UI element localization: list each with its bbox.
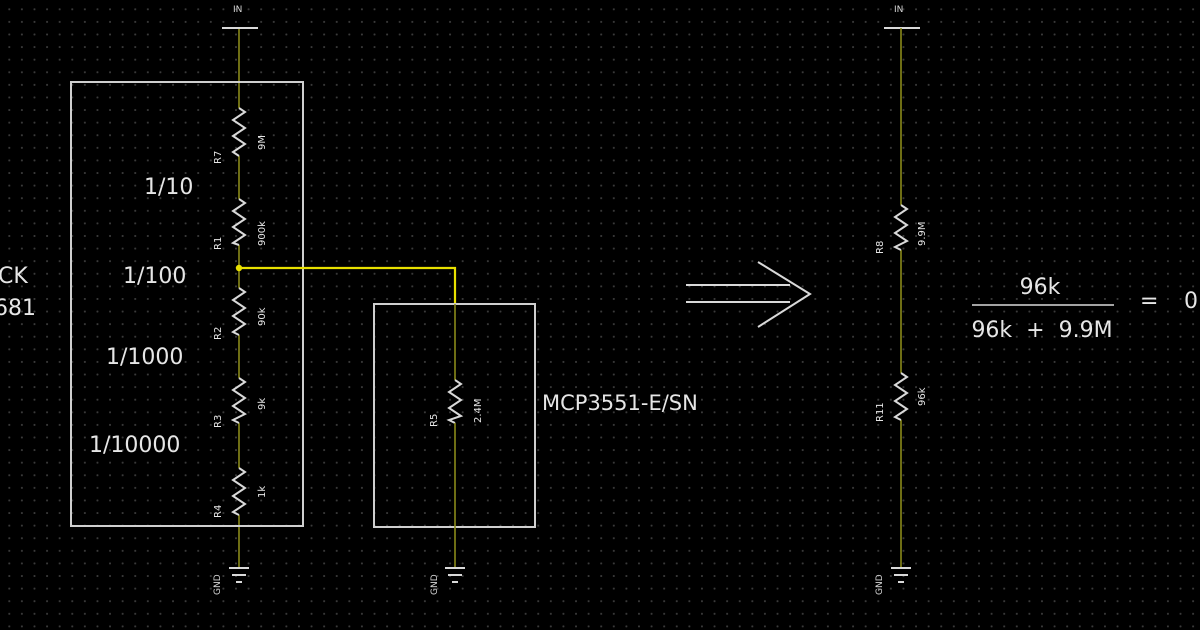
r1-value: 900k <box>257 221 268 246</box>
r5-ref: R5 <box>429 414 440 427</box>
r7-value: 9M <box>257 135 268 150</box>
in-label: IN <box>233 5 242 15</box>
r11-value: 96k <box>917 387 928 406</box>
r2-ref: R2 <box>213 327 224 340</box>
resistor-r5: R5 2.4M <box>429 304 484 568</box>
gnd-symbol-middle: GND <box>430 567 465 595</box>
r8-ref: R8 <box>875 241 886 254</box>
ratio-label-10000: 1/10000 <box>89 433 180 458</box>
r7-ref: R7 <box>213 151 224 164</box>
r1-ref: R1 <box>213 237 224 250</box>
resistor-r8: R8 9.9M <box>875 204 928 254</box>
equation-denominator: 96k + 9.9M <box>971 318 1112 343</box>
r3-value: 9k <box>257 398 268 410</box>
gnd-label-left: GND <box>213 574 223 595</box>
implies-arrow <box>686 261 812 328</box>
resistor-r7: R7 9M <box>213 107 268 164</box>
equation-equals: = <box>1140 289 1158 314</box>
partial-label-1: CK <box>0 264 28 289</box>
highlight-wire <box>235 264 457 304</box>
gnd-label-right: GND <box>875 574 885 595</box>
divider-equation: 96k 96k + 9.9M = 0 <box>971 275 1198 343</box>
r3-ref: R3 <box>213 415 224 428</box>
adc-part-label: MCP3551-E/SN <box>542 391 698 415</box>
r5-value: 2.4M <box>473 398 484 423</box>
partial-label-2: 681 <box>0 296 36 321</box>
resistor-r3: R3 9k <box>213 377 268 428</box>
equation-numerator: 96k <box>1020 275 1061 300</box>
divider-box <box>70 81 304 527</box>
r11-ref: R11 <box>875 402 886 422</box>
r4-value: 1k <box>257 486 268 498</box>
resistor-r11: R11 96k <box>875 372 928 422</box>
ratio-label-1000: 1/1000 <box>106 345 183 370</box>
in-supply-right: IN <box>884 5 920 29</box>
resistor-r1: R1 900k <box>213 198 268 250</box>
equation-result: 0 <box>1184 289 1198 314</box>
gnd-label-middle: GND <box>430 574 440 595</box>
gnd-symbol-right: GND <box>875 567 911 595</box>
in-label-right: IN <box>894 5 903 15</box>
r8-value: 9.9M <box>917 221 928 246</box>
ratio-label-10: 1/10 <box>144 175 193 200</box>
resistor-r4: R4 1k <box>213 467 268 518</box>
gnd-symbol-left: GND <box>213 567 249 595</box>
r2-value: 90k <box>257 307 268 326</box>
ratio-label-100: 1/100 <box>123 264 186 289</box>
r4-ref: R4 <box>213 505 224 518</box>
resistor-r2: R2 90k <box>213 287 268 340</box>
in-supply-left: IN <box>222 5 258 29</box>
